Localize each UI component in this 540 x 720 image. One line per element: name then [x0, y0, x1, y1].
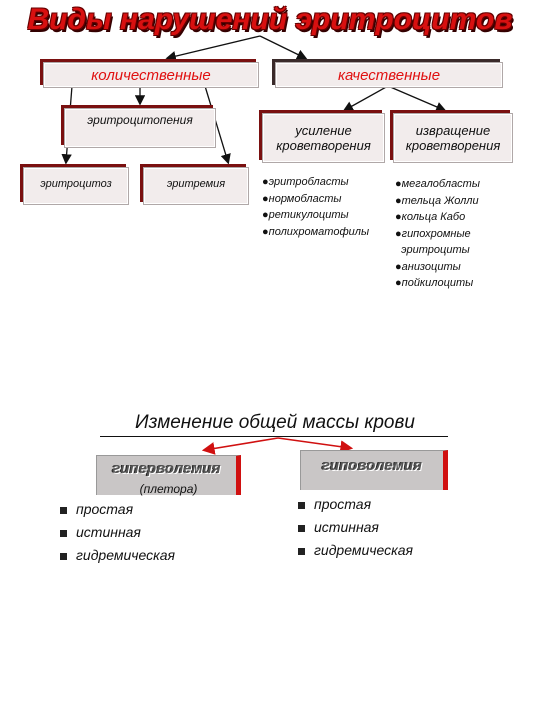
list-item: ●мегалобласты: [395, 178, 480, 190]
perverted-list: ●мегалобласты ●тельца Жолли ●кольца Кабо…: [395, 176, 480, 292]
hypovolemia-box: гиповолемия: [300, 450, 448, 490]
erythrocytosis-label: эритроцитоз: [40, 178, 112, 190]
bottom-title-underline: [100, 436, 448, 437]
list-item: ●пойкилоциты: [395, 277, 474, 289]
list-item: ●эритробласты: [262, 176, 349, 188]
arrow-qual-perverted: [387, 85, 447, 112]
list-item: истинная: [298, 516, 413, 539]
hyper-types-list: простая истинная гидремическая: [60, 498, 175, 567]
list-item: истинная: [60, 521, 175, 544]
arrow-mass-hypo: [277, 437, 354, 454]
list-item: ●анизоциты: [395, 260, 461, 273]
erythremia-box: эритремия: [143, 167, 249, 205]
list-item: гидремическая: [60, 544, 175, 567]
erythrocytopenia-label: эритроцитопения: [87, 113, 193, 127]
increased-hematopoiesis-box: усиление кроветворения: [262, 113, 385, 163]
list-item: ●гипохромные: [395, 227, 471, 240]
page-title: Виды нарушений эритроцитов: [27, 3, 513, 36]
quantitative-label: количественные: [91, 66, 211, 84]
quantitative-box: количественные: [43, 62, 259, 88]
hypervolemia-label: гиперволемия: [112, 460, 221, 477]
arrow-title-qual: [259, 35, 308, 60]
arrow-qual-increased: [342, 85, 389, 112]
list-item: ●тельца Жолли: [395, 194, 479, 207]
perverted-hematopoiesis-box: извращение кроветворения: [393, 113, 513, 163]
perverted-label-2: кроветворения: [405, 138, 501, 153]
erythremia-label: эритремия: [166, 178, 226, 190]
plethora-label: (плетора): [139, 482, 198, 496]
increased-list: ●эритробласты ●нормобласты ●ретикулоциты…: [262, 174, 369, 240]
list-item: ●ретикулоциты: [262, 209, 349, 221]
hypervolemia-box: гиперволемия: [96, 455, 241, 495]
list-item: ●нормобласты: [262, 192, 342, 205]
list-item: простая: [60, 498, 175, 521]
blood-mass-title: Изменение общей массы крови: [135, 412, 415, 433]
erythrocytopenia-box: эритроцитопения: [64, 108, 216, 148]
list-item: простая: [298, 493, 413, 516]
qualitative-box: качественные: [275, 62, 503, 88]
erythrocytosis-box: эритроцитоз: [23, 167, 129, 205]
list-item: ●кольца Кабо: [395, 211, 466, 223]
arrow-mass-hyper: [201, 437, 279, 455]
perverted-label-1: извращение: [415, 123, 491, 138]
hypo-types-list: простая истинная гидремическая: [298, 493, 413, 562]
increased-label-1: усиление: [295, 123, 352, 138]
list-item: ●полихроматофилы: [262, 225, 370, 238]
list-item: гидремическая: [298, 539, 413, 562]
arrow-quant-erythremia: [204, 85, 231, 165]
increased-label-2: кроветворения: [276, 138, 371, 153]
hypovolemia-label: гиповолемия: [322, 457, 422, 474]
list-item: эритроциты: [395, 244, 470, 256]
arrow-title-quant: [165, 35, 261, 62]
qualitative-label: качественные: [337, 66, 441, 84]
